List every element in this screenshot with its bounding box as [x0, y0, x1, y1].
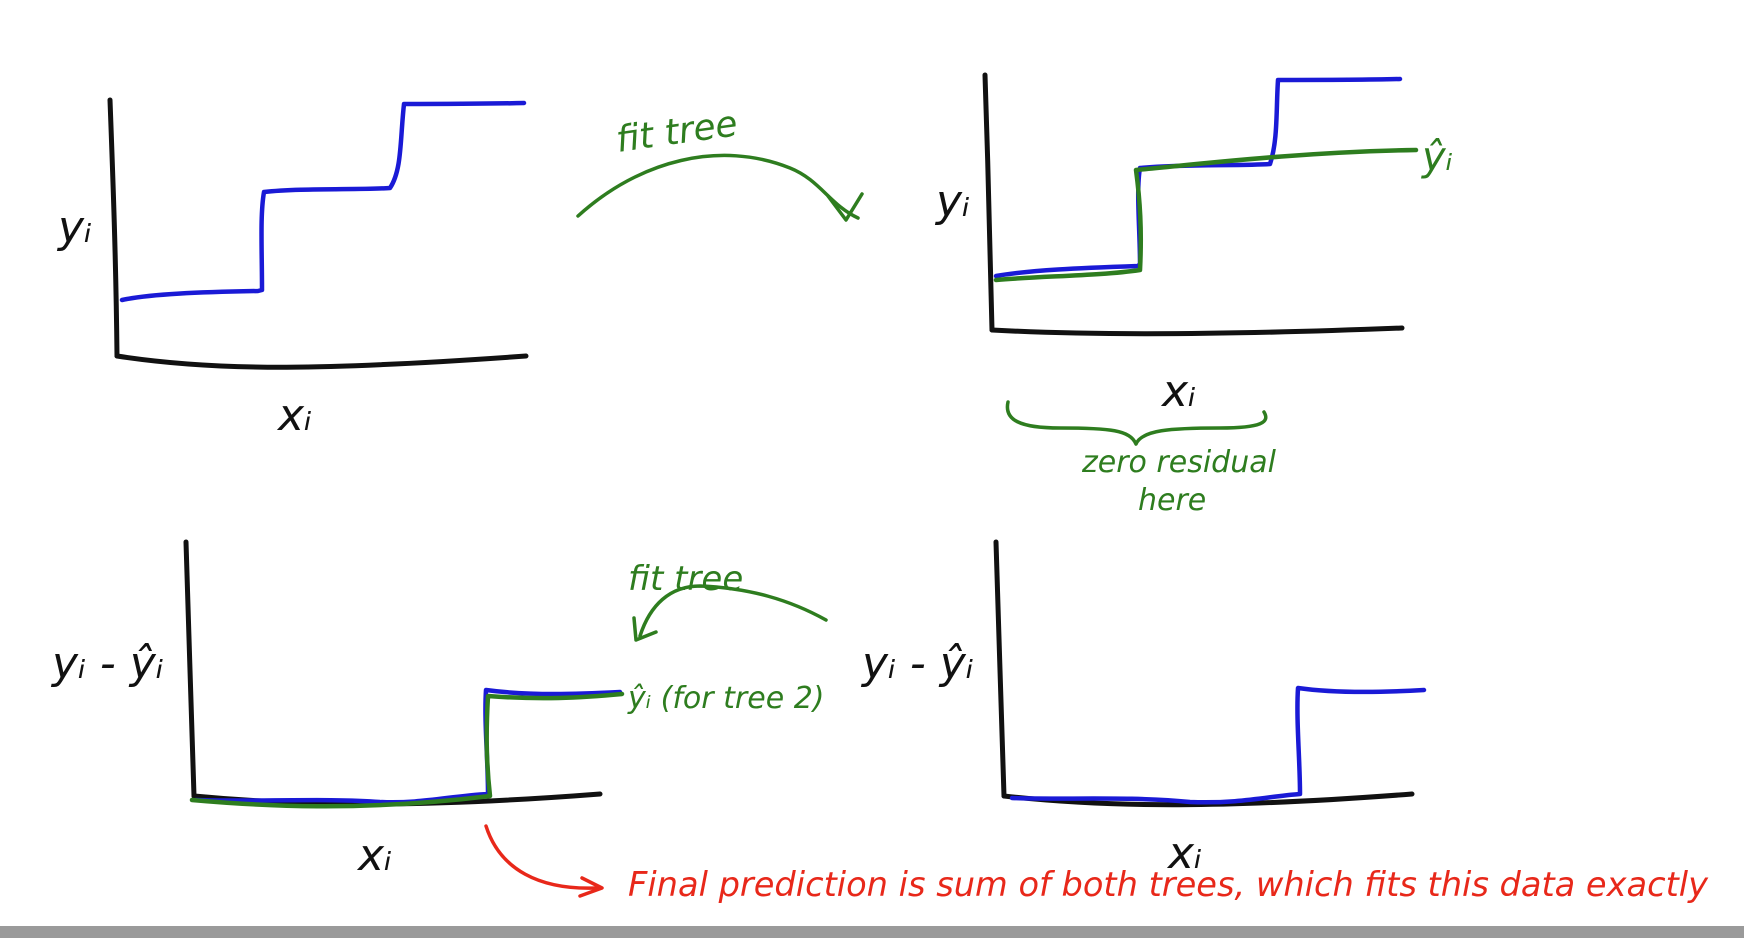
- red-arrow-head: [578, 876, 604, 898]
- data-step-curve: [993, 76, 1403, 279]
- data-step-curve: [119, 100, 527, 303]
- fit-tree-label: fit tree: [614, 103, 741, 161]
- panel-top-left: yᵢ xᵢ: [56, 97, 529, 441]
- data-step-curve: [193, 687, 623, 805]
- y-axis: [993, 539, 1007, 799]
- arrow-curve: [576, 153, 860, 220]
- x-label: xᵢ: [356, 830, 392, 881]
- fit-step-curve: [189, 691, 625, 809]
- arrow-head: [826, 192, 864, 222]
- zero-residual-note: zero residual: [1081, 445, 1277, 480]
- y-axis: [183, 539, 197, 799]
- fit-tree-label: fit tree: [628, 559, 743, 599]
- arrow-curve: [638, 584, 828, 638]
- fit-tree-arrow-bottom: fit tree: [628, 559, 828, 642]
- x-label: xᵢ: [1160, 366, 1196, 417]
- y-label: yᵢ: [56, 202, 92, 253]
- x-axis: [989, 325, 1405, 337]
- panel-bottom-left: yᵢ - ŷᵢ xᵢ ŷᵢ (for tree 2): [50, 539, 824, 881]
- y-axis: [982, 72, 995, 333]
- y-axis: [107, 97, 120, 359]
- fit-label: ŷᵢ: [1421, 134, 1453, 180]
- data-step-curve: [1009, 685, 1427, 805]
- x-label: xᵢ: [276, 390, 312, 441]
- x-label: xᵢ: [1166, 828, 1202, 879]
- zero-residual-brace: [1005, 400, 1268, 446]
- y-label: yᵢ: [934, 176, 970, 227]
- panel-bottom-right: yᵢ - ŷᵢ xᵢ: [860, 539, 1427, 879]
- red-arrow-curve: [484, 824, 598, 890]
- x-axis: [114, 353, 529, 370]
- y-label: yᵢ - ŷᵢ: [860, 638, 974, 689]
- y-label: yᵢ - ŷᵢ: [50, 638, 164, 689]
- window-bottom-bar: [0, 926, 1744, 938]
- fit-label: ŷᵢ (for tree 2): [627, 681, 824, 716]
- fit-step-curve: [993, 147, 1419, 283]
- here-note: here: [1138, 483, 1206, 518]
- final-prediction-note: Final prediction is sum of both trees, w…: [628, 865, 1709, 905]
- final-prediction-annotation: Final prediction is sum of both trees, w…: [484, 824, 1709, 905]
- arrow-head: [632, 616, 658, 642]
- fit-tree-arrow-top: fit tree: [576, 103, 864, 222]
- panel-top-right: yᵢ xᵢ ŷᵢ zero residual here: [934, 72, 1453, 518]
